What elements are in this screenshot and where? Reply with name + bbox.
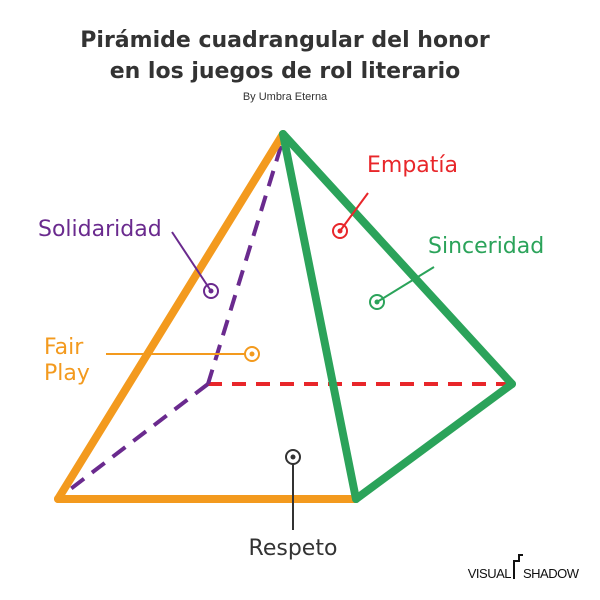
label-empatia: Empatía [367,153,458,178]
title-line-1: Pirámide cuadrangular del honor [80,28,490,53]
visual-shadow-logo: VISUAL SHADOW [468,554,580,581]
label-fair-play-line-1: Fair [44,335,84,360]
logo-text-left: VISUAL [468,566,512,581]
callout-empatia: Empatía [332,153,458,239]
callout-sinceridad: Sinceridad [369,234,544,310]
callout-fair-play: Fair Play [44,335,260,386]
label-respeto: Respeto [249,536,338,561]
logo-text-right: SHADOW [523,566,580,581]
logo-figure-icon [513,554,523,579]
callout-respeto: Respeto [249,449,338,561]
byline: By Umbra Eterna [243,91,328,103]
edge-apex-to-front-right [279,130,360,503]
edge-apex-to-back-right [279,130,516,388]
hidden-edge-purple-diagonal [62,382,210,496]
label-solidaridad: Solidaridad [38,217,162,242]
label-sinceridad: Sinceridad [428,234,544,259]
hidden-edge-purple-vertical [206,145,283,385]
title-line-2: en los juegos de rol literario [110,59,461,84]
label-fair-play-line-2: Play [44,361,90,386]
edge-apex-to-front-left [54,130,287,503]
callout-solidaridad: Solidaridad [38,217,219,299]
edge-right-base [352,380,516,503]
